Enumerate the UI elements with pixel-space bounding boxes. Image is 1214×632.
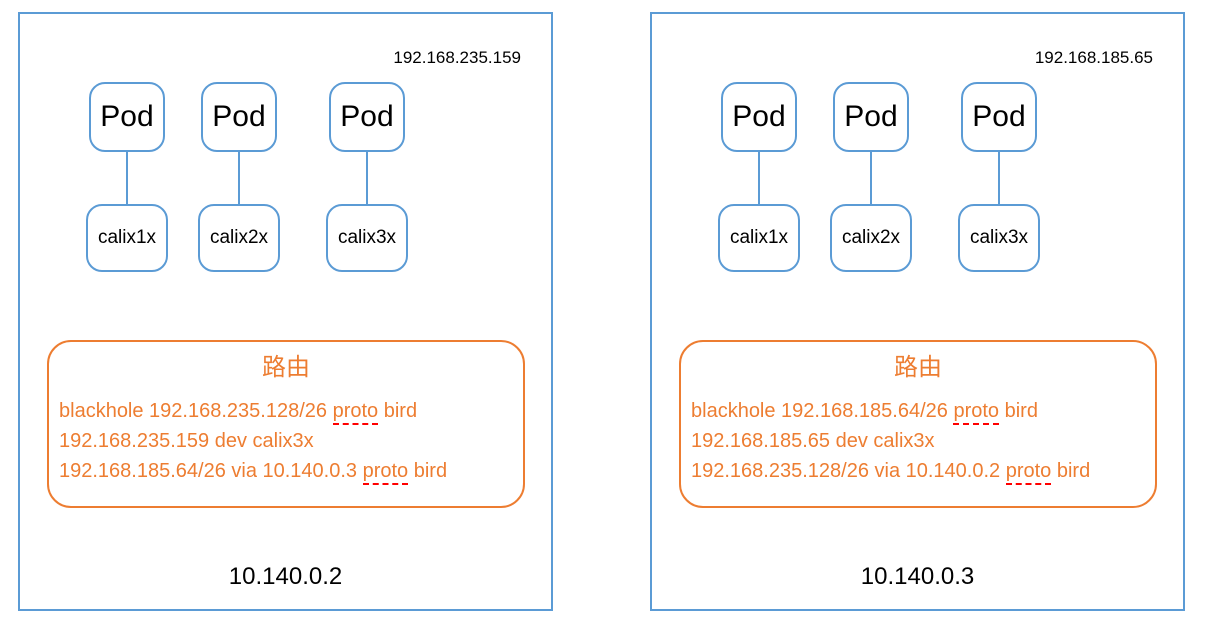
route-text: bird bbox=[999, 400, 1038, 422]
route-text: bird bbox=[1051, 460, 1091, 482]
route-line: 192.168.185.64/26 via 10.140.0.3 proto b… bbox=[59, 456, 513, 486]
pod-veth-connector-line bbox=[998, 152, 1000, 204]
pod-veth-connector-line bbox=[238, 152, 240, 204]
pod-box: Pod bbox=[833, 82, 909, 152]
pod-label: Pod bbox=[732, 100, 786, 133]
veth-interface-box: calix2x bbox=[198, 204, 280, 272]
pod-label: Pod bbox=[972, 100, 1026, 133]
spellcheck-flagged-word: proto bbox=[332, 400, 379, 425]
pod-ip-label: 192.168.235.159 bbox=[393, 48, 521, 67]
node-ip-label: 10.140.0.3 bbox=[860, 563, 975, 590]
route-line: 192.168.235.159 dev calix3x bbox=[59, 426, 513, 456]
pod-veth-connector-line bbox=[758, 152, 760, 204]
veth-label: calix3x bbox=[337, 227, 397, 248]
route-line: 192.168.235.128/26 via 10.140.0.2 proto … bbox=[691, 456, 1145, 486]
route-table-title: 路由 bbox=[894, 354, 942, 381]
route-line: blackhole 192.168.185.64/26 proto bird bbox=[691, 396, 1145, 426]
route-text: blackhole 192.168.185.64/26 bbox=[691, 400, 954, 422]
spellcheck-flagged-word: proto bbox=[362, 460, 409, 485]
pod-label: Pod bbox=[340, 100, 394, 133]
pod-column-3: Pod calix3x bbox=[324, 82, 410, 272]
veth-interface-box: calix1x bbox=[718, 204, 800, 272]
pod-label: Pod bbox=[844, 100, 898, 133]
veth-label: calix2x bbox=[209, 227, 269, 248]
route-text: 192.168.235.159 dev calix3x bbox=[59, 430, 314, 452]
veth-label: calix3x bbox=[969, 227, 1029, 248]
pod-veth-connector-line bbox=[366, 152, 368, 204]
pod-box: Pod bbox=[329, 82, 405, 152]
pod-column-1: Pod calix1x bbox=[716, 82, 802, 272]
route-table-box: 路由 blackhole 192.168.185.64/26 proto bir… bbox=[679, 340, 1157, 508]
pod-veth-connector-line bbox=[870, 152, 872, 204]
pod-ip-label: 192.168.185.65 bbox=[1034, 48, 1153, 67]
route-lines: blackhole 192.168.185.64/26 proto bird 1… bbox=[691, 396, 1145, 486]
pod-column-3: Pod calix3x bbox=[956, 82, 1042, 272]
spellcheck-flagged-word: proto bbox=[1005, 460, 1052, 485]
pod-box: Pod bbox=[721, 82, 797, 152]
pod-column-2: Pod calix2x bbox=[196, 82, 282, 272]
route-table-title: 路由 bbox=[262, 354, 310, 381]
veth-label: calix2x bbox=[841, 227, 901, 248]
pod-box: Pod bbox=[201, 82, 277, 152]
veth-interface-box: calix1x bbox=[86, 204, 168, 272]
pod-label: Pod bbox=[100, 100, 154, 133]
pod-label: Pod bbox=[212, 100, 266, 133]
veth-interface-box: calix3x bbox=[326, 204, 408, 272]
route-text: bird bbox=[408, 460, 448, 482]
pod-column-1: Pod calix1x bbox=[84, 82, 170, 272]
route-lines: blackhole 192.168.235.128/26 proto bird … bbox=[59, 396, 513, 486]
route-table-box: 路由 blackhole 192.168.235.128/26 proto bi… bbox=[47, 340, 525, 508]
node-panel-left: 192.168.235.159 Pod calix1x Pod calix2x … bbox=[18, 12, 553, 611]
veth-interface-box: calix3x bbox=[958, 204, 1040, 272]
spellcheck-flagged-word: proto bbox=[953, 400, 1000, 425]
route-text: bird bbox=[378, 400, 418, 422]
route-text: blackhole 192.168.235.128/26 bbox=[59, 400, 333, 422]
pod-column-2: Pod calix2x bbox=[828, 82, 914, 272]
node-panel-right: 192.168.185.65 Pod calix1x Pod calix2x P… bbox=[650, 12, 1185, 611]
pod-box: Pod bbox=[961, 82, 1037, 152]
route-line: blackhole 192.168.235.128/26 proto bird bbox=[59, 396, 513, 426]
route-text: 192.168.185.65 dev calix3x bbox=[691, 430, 935, 452]
node-ip-label: 10.140.0.2 bbox=[228, 563, 343, 590]
veth-label: calix1x bbox=[97, 227, 157, 248]
veth-label: calix1x bbox=[729, 227, 789, 248]
pod-box: Pod bbox=[89, 82, 165, 152]
veth-interface-box: calix2x bbox=[830, 204, 912, 272]
route-line: 192.168.185.65 dev calix3x bbox=[691, 426, 1145, 456]
route-text: 192.168.235.128/26 via 10.140.0.2 bbox=[691, 460, 1006, 482]
route-text: 192.168.185.64/26 via 10.140.0.3 bbox=[59, 460, 363, 482]
pod-veth-connector-line bbox=[126, 152, 128, 204]
